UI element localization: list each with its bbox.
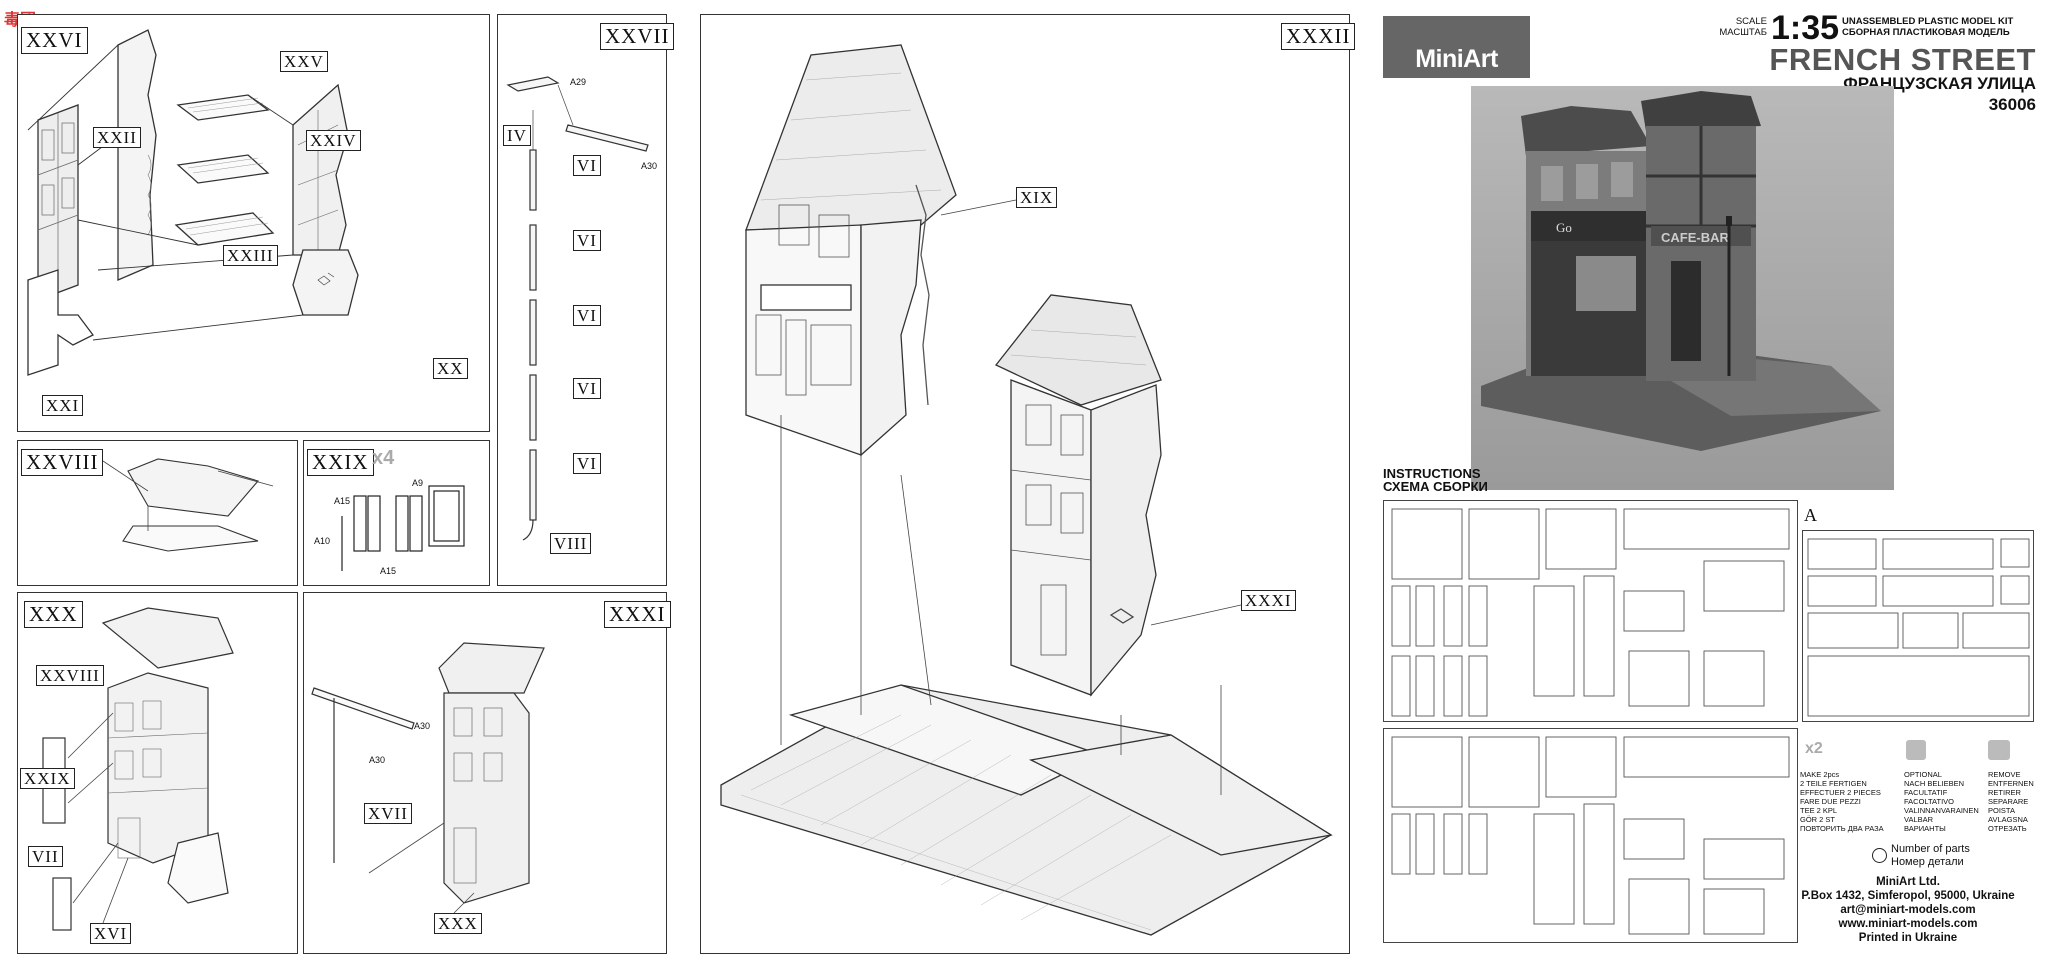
sprue-a-bottom-drawing	[1391, 736, 1790, 935]
label-xxix: XXIX	[20, 768, 75, 789]
step-27-panel: XXVII A29 A30 IV VI VI VI VI VI VIII	[497, 14, 675, 586]
scale-en: SCALE	[1735, 16, 1767, 27]
step-27-number: XXVII	[600, 23, 675, 50]
step-32-drawing	[720, 44, 1333, 936]
step-29-panel: XXIX x4 A9 A15 A10 A15	[303, 440, 490, 586]
miniart-logo: MiniArt	[1383, 16, 1530, 78]
part-a30: A30	[641, 161, 658, 171]
part-a15-2: A15	[380, 566, 397, 576]
step-29-multiplier: x4	[372, 447, 395, 469]
company-address: MiniArt Ltd. P.Box 1432, Simferopol, 950…	[1788, 875, 2028, 945]
part-a15-1: A15	[334, 496, 351, 506]
box-art-photo: Go CAFE-BAR	[1471, 86, 1894, 490]
instructions-en: INSTRUCTIONS	[1383, 466, 1481, 481]
remove-icon	[1988, 740, 2010, 760]
printed-in: Printed in Ukraine	[1858, 932, 1958, 944]
sprue-a-bottom	[1383, 728, 1798, 943]
step-29-drawing	[341, 485, 465, 571]
label-xxxi: XXXI	[1241, 590, 1296, 611]
label-xxiii: XXIII	[223, 245, 278, 266]
part-a9: A9	[412, 478, 424, 488]
scale-ru: МАСШТАБ	[1719, 27, 1767, 38]
kit-type: UNASSEMBLED PLASTIC MODEL KIT СБОРНАЯ ПЛ…	[1842, 16, 2013, 38]
scale-value: 1:35	[1771, 9, 1840, 47]
instructions-ru: СХЕМА СБОРКИ	[1383, 479, 1488, 494]
label-xxv: XXV	[280, 51, 328, 72]
step-32-number: XXXII	[1281, 23, 1356, 50]
sprue-a-top	[1383, 500, 1798, 722]
part-a30-2: A30	[414, 721, 431, 731]
logo-text: MiniArt	[1415, 45, 1498, 73]
scale-label: SCALE МАСШТАБ	[1713, 16, 1767, 38]
shop-sign: Go	[1556, 220, 1572, 235]
label-xvii: XVII	[364, 803, 412, 824]
title-en: FRENCH STREET	[1769, 42, 2036, 77]
sprue-a-right-drawing	[1807, 538, 2030, 717]
step-30-panel: XXX XXVIII XXIX VII XVI	[17, 592, 298, 954]
step-26-number: XXVI	[21, 27, 88, 54]
legend-optional: OPTIONAL NACH BELIEBEN FACULTATIF FACOLT…	[1904, 770, 1979, 833]
label-iv: IV	[503, 125, 531, 146]
label-vi-3: VI	[573, 305, 601, 326]
label-xxi: XXI	[42, 395, 84, 416]
sprue-a-right	[1802, 530, 2034, 722]
make-two-icon: x2	[1805, 740, 1823, 757]
step-26-panel: XXVI	[17, 14, 490, 432]
part-a10: A10	[314, 536, 331, 546]
sprue-a-top-drawing	[1391, 508, 1790, 717]
company-website: www.miniart-models.com	[1838, 918, 1978, 930]
company-email: art@miniart-models.com	[1840, 904, 1976, 916]
postal-address: P.Box 1432, Simferopol, 95000, Ukraine	[1801, 890, 2015, 902]
step-30-drawing	[42, 607, 234, 931]
part-a29: A29	[570, 77, 587, 87]
box-art-drawing: Go CAFE-BAR	[1471, 86, 1894, 490]
optional-icon	[1906, 740, 1926, 760]
part-number-circle-icon	[1872, 848, 1887, 863]
label-xix: XIX	[1016, 187, 1058, 208]
step-28-drawing	[102, 458, 274, 552]
step-32-panel: XXXII	[700, 14, 1356, 954]
step-28-number: XXVIII	[21, 449, 104, 476]
step-31-drawing	[311, 642, 545, 914]
label-xxii: XXII	[93, 127, 141, 148]
label-viii: VIII	[550, 533, 592, 554]
step-27-drawing	[506, 76, 649, 541]
sprue-letter: A	[1804, 505, 1817, 525]
step-29-number: XXIX	[307, 449, 374, 476]
step-31-number: XXXI	[604, 601, 671, 628]
legend-make: MAKE 2pcs 2 TEILE FERTIGEN EFFECTUER 2 P…	[1800, 770, 1884, 833]
label-xvi: XVI	[90, 923, 132, 944]
company-name: MiniArt Ltd.	[1876, 876, 1940, 888]
label-vi-4: VI	[573, 378, 601, 399]
label-xx: XX	[433, 358, 468, 379]
label-vi-5: VI	[573, 453, 601, 474]
label-vii: VII	[28, 846, 63, 867]
step-30-number: XXX	[24, 601, 83, 628]
legend-remove: REMOVE ENTFERNEN RETIRER SEPARARE POISTA…	[1988, 770, 2034, 833]
step-31-panel: XXXI A30 A30 XVII XXX	[303, 592, 671, 954]
step-26-drawing	[27, 29, 359, 376]
legend-parts-ru: Номер детали	[1891, 856, 1964, 868]
label-xxiv: XXIV	[306, 130, 361, 151]
kit-number: 36006	[1988, 95, 2036, 114]
cafe-sign: CAFE-BAR	[1661, 230, 1729, 245]
kit-ru: СБОРНАЯ ПЛАСТИКОВАЯ МОДЕЛЬ	[1842, 27, 2010, 38]
label-vi-2: VI	[573, 230, 601, 251]
label-xxviii: XXVIII	[36, 665, 104, 686]
label-vi-1: VI	[573, 155, 601, 176]
kit-en: UNASSEMBLED PLASTIC MODEL KIT	[1842, 16, 2014, 27]
legend-parts-en: Number of parts	[1891, 843, 1970, 855]
label-xxx: XXX	[434, 913, 482, 934]
part-a30-3: A30	[369, 755, 386, 765]
step-28-panel: XXVIII	[17, 440, 298, 586]
